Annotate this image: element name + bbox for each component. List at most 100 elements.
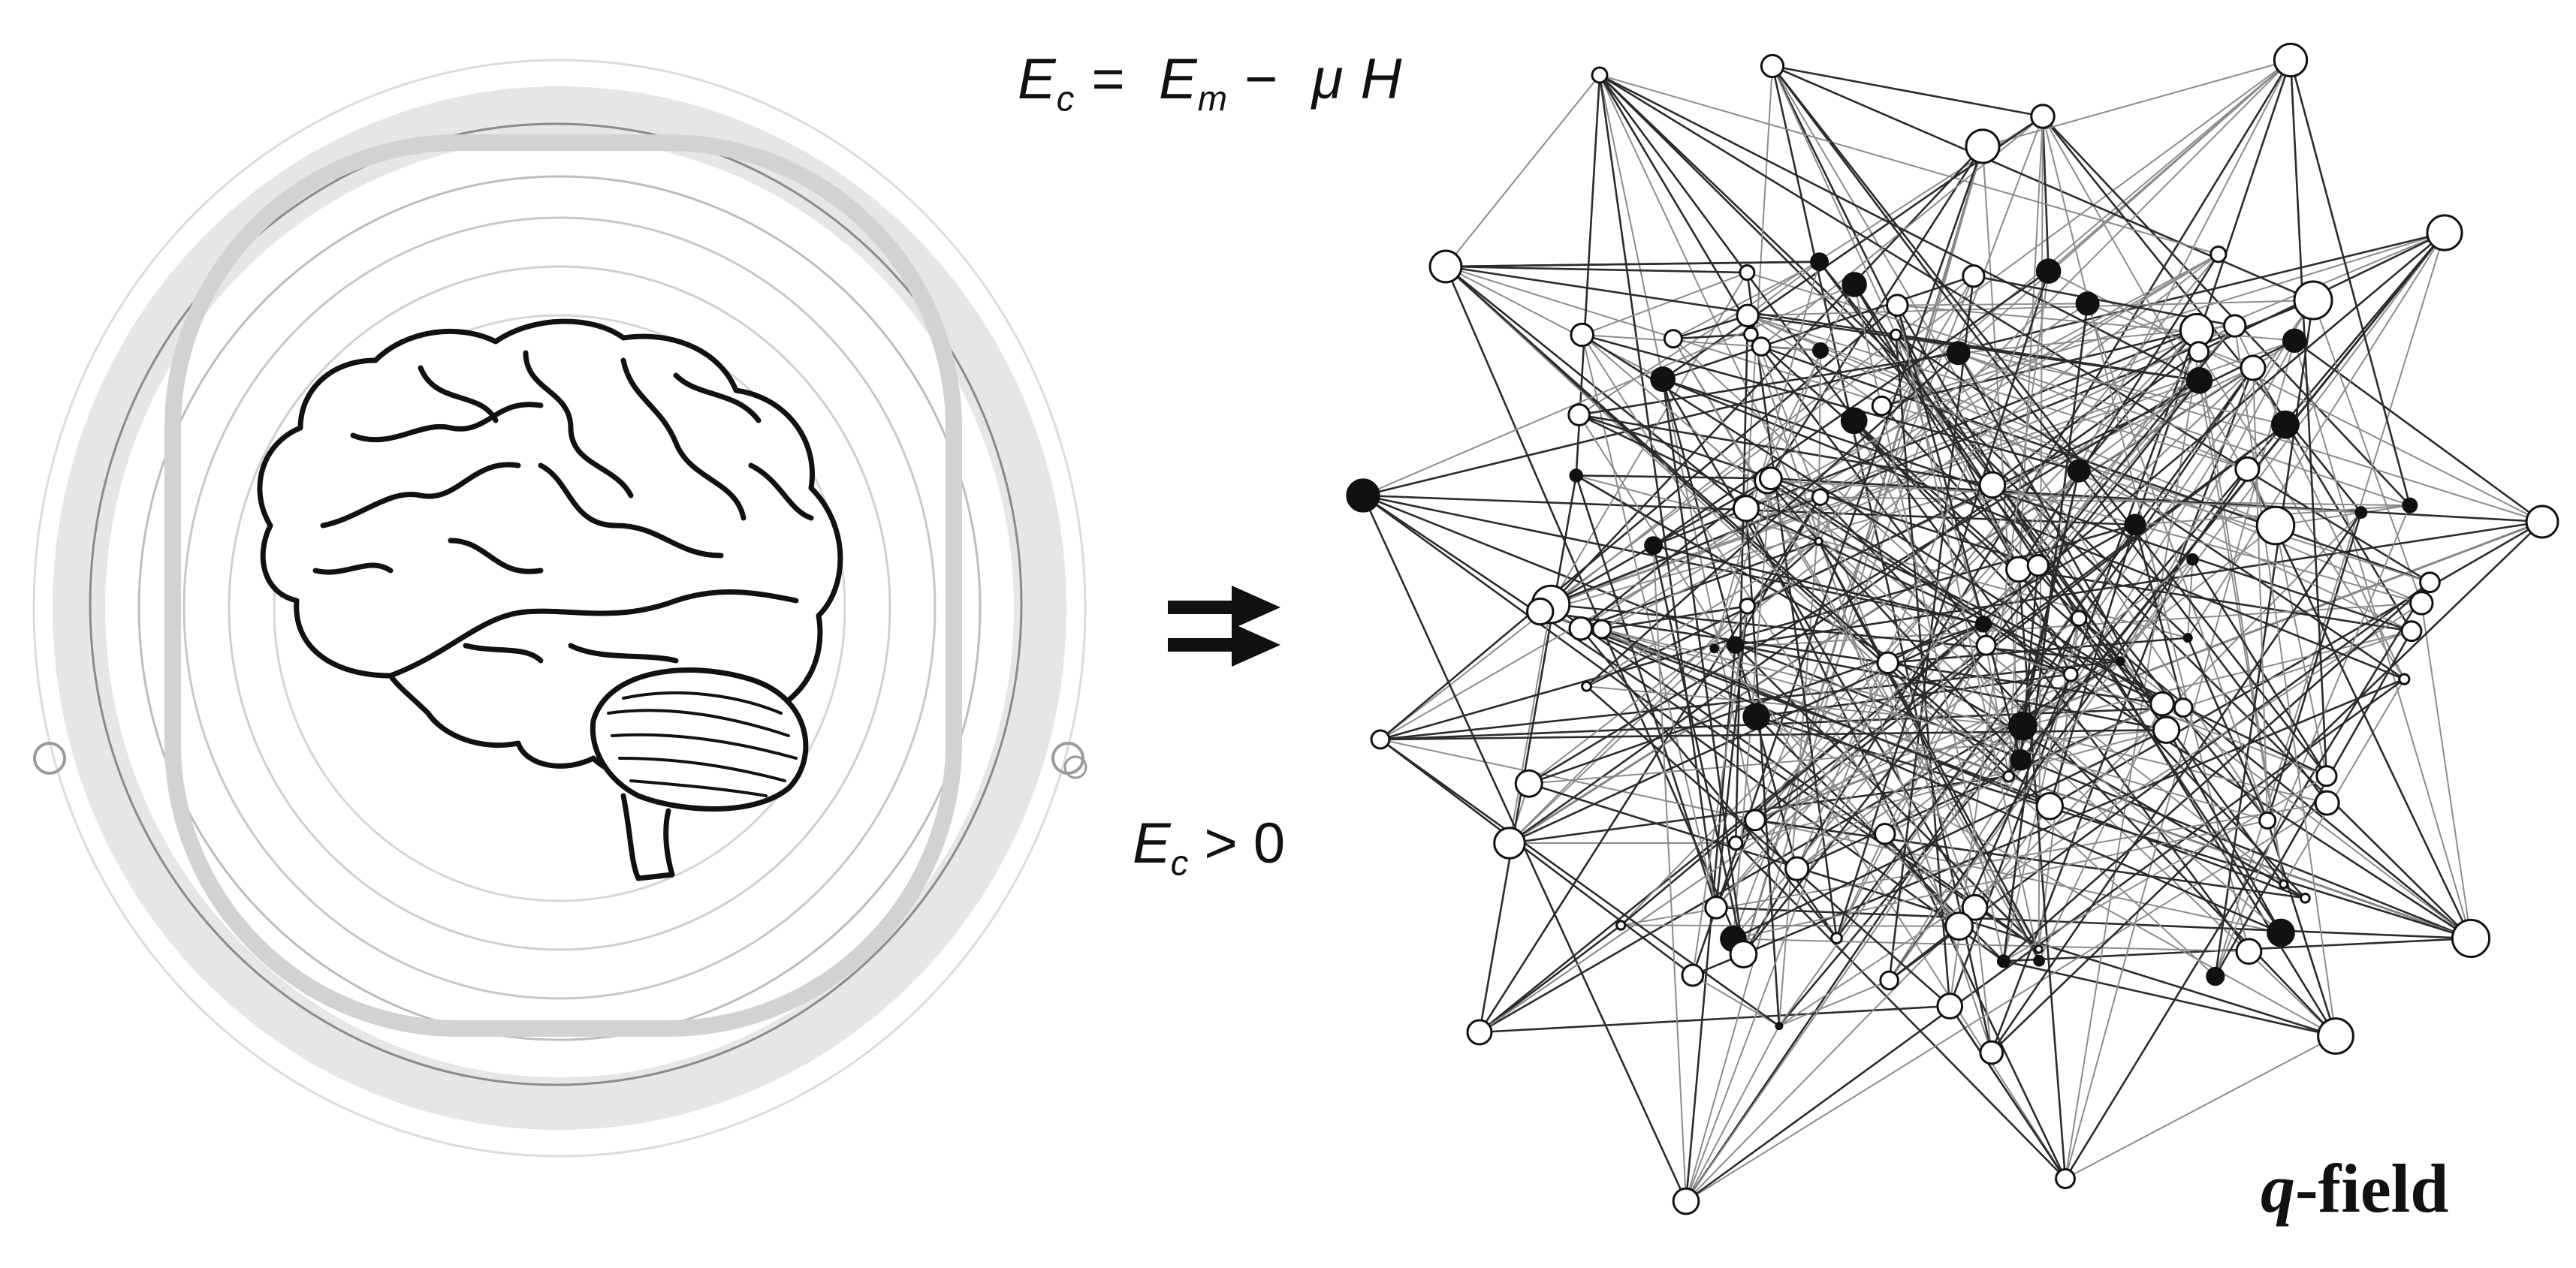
network-node	[1591, 619, 1612, 640]
network-node	[1672, 1187, 1700, 1215]
brain-icon	[257, 318, 843, 881]
network-node	[1961, 893, 1989, 921]
network-node	[2067, 459, 2091, 483]
network-edge	[1685, 146, 1983, 1202]
network-edge	[1734, 496, 1821, 646]
network-node	[2149, 691, 2175, 717]
network-edge	[2161, 703, 2472, 939]
network-edge	[2191, 559, 2327, 777]
network-edge	[1747, 261, 1820, 317]
network-edge	[1540, 483, 1993, 613]
network-node	[2400, 620, 2423, 643]
network-edge	[1479, 1004, 1950, 1034]
network-node	[2409, 591, 2434, 616]
network-edge	[1550, 603, 2040, 950]
network-edge	[1958, 352, 2248, 470]
network-node	[1581, 680, 1593, 692]
network-edge	[1990, 511, 2362, 1053]
network-node	[1615, 920, 1627, 931]
network-edge	[2289, 59, 2412, 506]
network-edge	[2003, 581, 2431, 962]
network-edge	[1715, 819, 1757, 908]
network-edge	[2078, 617, 2337, 1037]
network-edge	[1778, 980, 1890, 1027]
network-node	[2152, 715, 2181, 744]
network-node	[2314, 790, 2340, 816]
network-edge	[1772, 65, 1897, 336]
network-edge	[1756, 715, 2472, 940]
network-node	[1428, 249, 1463, 284]
network-node	[1526, 597, 1555, 626]
network-edge	[1796, 270, 2050, 869]
network-edge	[2041, 116, 2050, 272]
network-node	[1591, 66, 1609, 84]
network-edge	[2234, 325, 2336, 1037]
network-edge	[1662, 378, 2405, 680]
network-edge	[1760, 345, 2430, 583]
network-edge	[1582, 333, 1821, 351]
network-edge	[1770, 477, 2071, 676]
positive-condition: Ec > 0	[1133, 812, 1286, 883]
network-node	[2026, 553, 2050, 577]
network-edge	[1585, 685, 1951, 1007]
network-edge	[1747, 315, 2422, 604]
network-node	[1370, 729, 1391, 750]
network-node	[2007, 711, 2038, 741]
network-node	[1744, 809, 1766, 832]
network-edge	[1734, 315, 1749, 843]
network-edge	[2065, 1035, 2336, 1179]
network-edge	[1746, 541, 1820, 607]
network-node	[1739, 598, 1756, 615]
network-edge	[1957, 352, 2269, 821]
network-edge	[1745, 65, 1773, 509]
network-edge	[1853, 420, 2306, 899]
network-node	[1569, 468, 1583, 483]
network-edge	[1673, 315, 1748, 340]
network-edge	[2312, 300, 2423, 604]
network-edge	[1362, 494, 1984, 625]
network-edge	[1992, 483, 2422, 604]
network-node	[2282, 328, 2307, 353]
network-edge	[2003, 775, 2327, 962]
network-edge	[2186, 637, 2269, 821]
network-node	[2005, 556, 2032, 583]
network-edge	[1895, 334, 1951, 1007]
network-edge	[1897, 303, 2088, 306]
network-node	[1650, 366, 1676, 393]
network-edge	[1747, 315, 1883, 407]
network-node	[2070, 610, 2088, 627]
network-edge	[1601, 605, 1748, 631]
network-edge	[2197, 351, 2285, 884]
network-edge	[1748, 300, 2314, 317]
network-edge	[1745, 508, 1781, 1026]
network-edge	[1479, 617, 2080, 1033]
network-edge	[2049, 520, 2543, 807]
network-node	[1876, 651, 1899, 675]
network-edge	[1766, 146, 1984, 482]
network-node	[1810, 252, 1829, 272]
network-edge	[2038, 703, 2163, 962]
network-edge	[2086, 303, 2269, 821]
network-edge	[1601, 253, 2219, 630]
network-node	[2398, 673, 2411, 685]
network-edge	[2018, 325, 2236, 570]
network-edge	[1958, 673, 2072, 927]
network-edge	[1509, 648, 1715, 844]
network-edge	[1772, 65, 2044, 118]
network-node	[1996, 954, 2010, 968]
network-edge	[1582, 272, 1748, 336]
network-edge	[1716, 906, 2472, 940]
network-edge	[1820, 496, 2410, 507]
network-node	[1936, 992, 1964, 1020]
network-edge	[1692, 974, 1780, 1027]
network-edge	[1598, 74, 2250, 953]
network-node	[2525, 504, 2559, 539]
network-node	[1840, 407, 1868, 435]
network-edge	[1685, 511, 2362, 1202]
network-node	[2402, 497, 2418, 514]
network-edge	[1445, 265, 2200, 382]
network-edge	[2037, 325, 2236, 566]
network-edge	[1817, 541, 2040, 950]
network-edge	[1479, 924, 1622, 1034]
network-edge	[1652, 545, 1687, 1202]
